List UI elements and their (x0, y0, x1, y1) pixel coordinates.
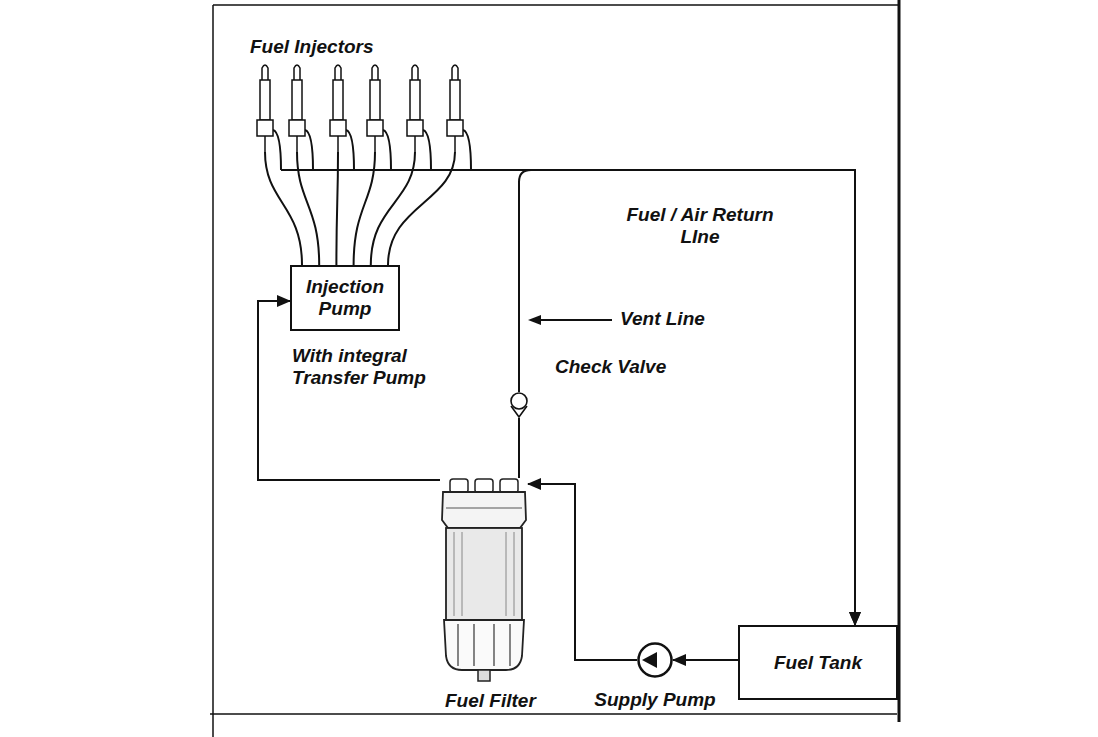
check-valve-label: Check Valve (555, 356, 666, 378)
fuel-line-segment (528, 484, 637, 660)
filter-boss (500, 479, 518, 493)
check-ball (511, 393, 527, 409)
filter-boss (475, 479, 493, 493)
filter-shade (462, 532, 463, 616)
injector-body (260, 80, 270, 120)
fuel-line-segment (519, 170, 855, 625)
fuel-line-segment (673, 659, 738, 661)
fuel-line-segment (346, 130, 354, 170)
injector-stem (414, 136, 416, 152)
filter-drain (478, 670, 490, 681)
filter-head (442, 492, 526, 528)
injector-nut (407, 120, 423, 136)
fuel-line-segment (297, 152, 319, 265)
pump-box: Injection PumpWith integral Transfer Pum… (290, 265, 400, 331)
fuel-line-segment (388, 152, 455, 265)
fuel-line-segment (463, 130, 471, 170)
leader-arrowhead (528, 315, 541, 325)
frame-line (898, 0, 901, 722)
injector-stem (374, 136, 376, 152)
fuel-line (673, 660, 738, 661)
filter-rib (473, 624, 474, 666)
filter-label: Fuel Filter (445, 690, 536, 712)
fuel-line (273, 130, 855, 625)
fuel-line-segment (265, 152, 302, 265)
filter-rib (509, 624, 510, 666)
injector-tip (294, 65, 300, 80)
fuel-line-segment (273, 130, 281, 170)
injector-nut (330, 120, 346, 136)
fuel-line (528, 484, 637, 660)
injector-stem (264, 136, 266, 152)
injector-stem (337, 136, 339, 152)
injector-nut (447, 120, 463, 136)
injector-tip (412, 65, 418, 80)
filter-body (446, 528, 522, 620)
injector-body (292, 80, 302, 120)
fuel-line-segment (371, 152, 415, 265)
tank-box: Fuel Tank (738, 625, 898, 700)
filter-rib (493, 624, 494, 666)
filter-bowl (444, 620, 524, 670)
injector-nut (257, 120, 273, 136)
injector-tip (262, 65, 268, 80)
injector-tip (452, 65, 458, 80)
injector-body (370, 80, 380, 120)
fuel-line-segment (423, 130, 431, 170)
filter-shade (514, 532, 515, 616)
fuel-filter: Fuel Filter (440, 478, 528, 682)
pump-circle-art (637, 642, 673, 678)
line-label: Fuel / Air Return LIne (620, 204, 780, 248)
injector-stem (296, 136, 298, 152)
check-valve-symbol: Check Valve (509, 392, 529, 418)
injector-nut (367, 120, 383, 136)
injector-body (410, 80, 420, 120)
pump-triangle (642, 652, 657, 668)
injector-stem (454, 136, 456, 152)
filter-head-line (446, 508, 522, 509)
filter-shade (454, 532, 455, 616)
injectors-label: Fuel Injectors (250, 36, 374, 58)
check-seat (511, 406, 527, 417)
filter-art (440, 478, 528, 682)
pump-note: With integral Transfer Pump (292, 345, 457, 389)
fuel-line-segment (305, 130, 313, 170)
supply-pump-label: Supply Pump (567, 689, 743, 711)
fuel-line-segment (383, 130, 391, 170)
fuel-line (519, 418, 520, 478)
supply-pump-symbol: Supply Pump (637, 642, 673, 678)
tank-label: Fuel Tank (774, 652, 862, 674)
line-label: Vent Line (620, 308, 760, 330)
injector-body (450, 80, 460, 120)
filter-boss (450, 479, 468, 493)
frame-line (212, 5, 214, 737)
injector-tip (335, 65, 341, 80)
frame-line (213, 4, 900, 6)
fuel-line-segment (281, 170, 855, 625)
filter-rib (457, 624, 458, 666)
pump-circle (639, 644, 672, 677)
injector-tip (372, 65, 378, 80)
fuel-line (519, 170, 855, 625)
leader-line (540, 319, 612, 321)
filter-shade (506, 532, 507, 616)
check-valve-art (509, 392, 529, 418)
fuel-line-segment (518, 418, 520, 478)
frame-line (210, 713, 897, 715)
pump-label: Injection Pump (298, 276, 392, 320)
injector-nut (289, 120, 305, 136)
fuel-line-segment (336, 152, 338, 265)
injector-body (333, 80, 343, 120)
injector-group: Fuel Injectors (240, 28, 480, 152)
fuel-line (265, 152, 455, 265)
